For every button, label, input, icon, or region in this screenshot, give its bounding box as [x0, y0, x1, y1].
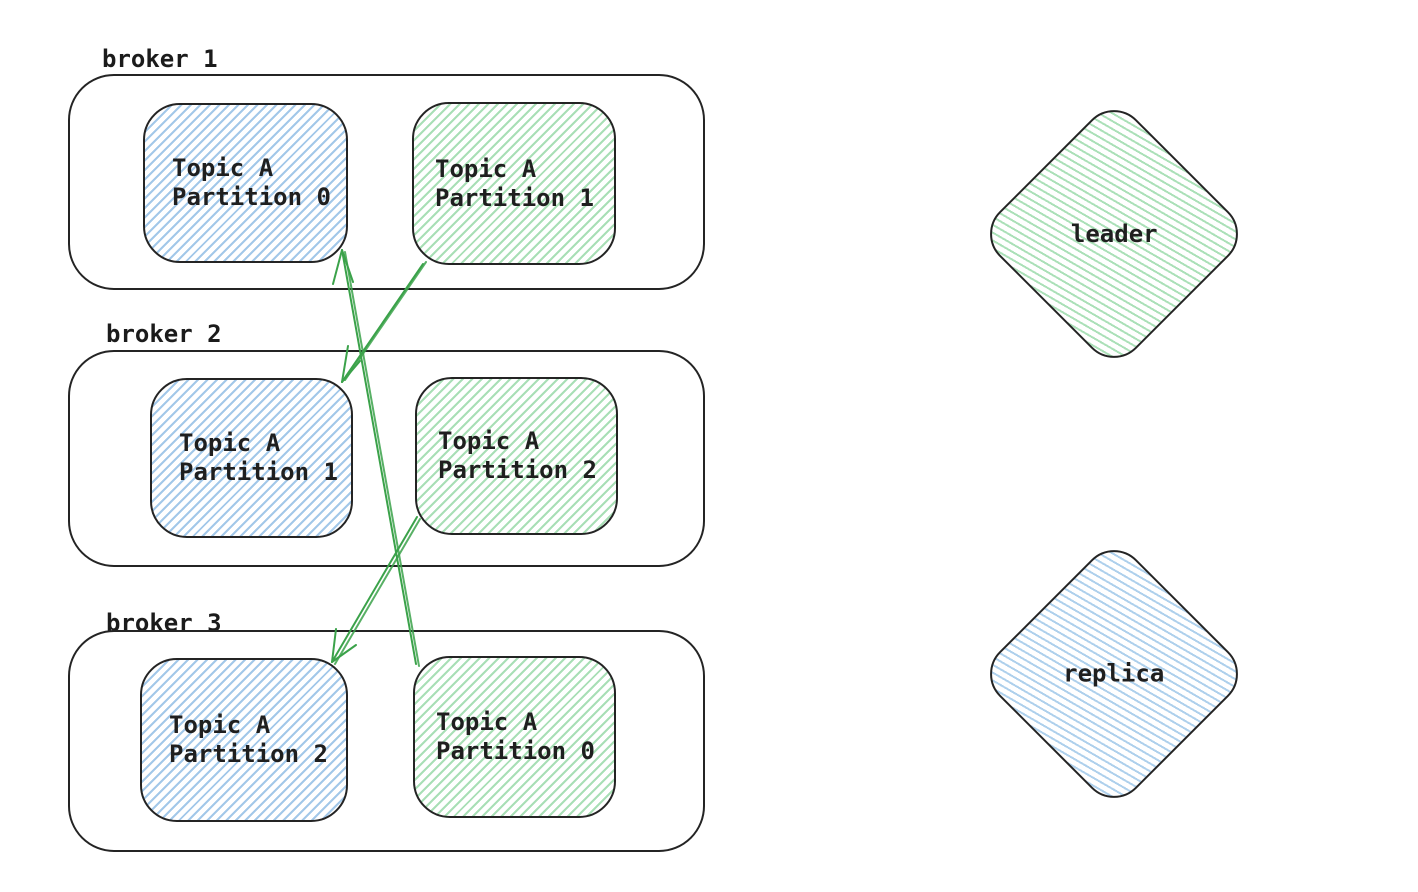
partition-text-line: Partition 0: [436, 737, 595, 765]
broker-1-partition-0-replica: Topic A Partition 0: [143, 103, 348, 263]
partition-text-line: Topic A: [169, 711, 271, 739]
partition-text-line: Topic A: [435, 154, 537, 183]
legend-leader-label: leader: [1070, 219, 1158, 248]
legend-leader-diamond: leader: [976, 96, 1252, 372]
legend-replica-diamond: replica: [976, 536, 1252, 812]
partition-text-line: Topic A: [179, 429, 281, 457]
broker-2-partition-1-replica: Topic A Partition 1: [150, 378, 353, 538]
partition-text-line: Topic A: [172, 154, 274, 182]
partition-text-line: Partition 1: [435, 183, 594, 212]
partition-text-line: Partition 0: [172, 183, 331, 211]
legend-replica-label: replica: [1063, 660, 1165, 688]
broker-3-partition-2-replica: Topic A Partition 2: [140, 658, 348, 822]
broker-2-label: broker 2: [106, 320, 222, 348]
partition-text-line: Topic A: [438, 427, 540, 455]
partition-text-line: Partition 2: [169, 740, 328, 768]
partition-text-line: Topic A: [436, 708, 538, 736]
broker-3-partition-0-leader: Topic A Partition 0: [413, 656, 616, 818]
broker-1-partition-1-leader: Topic A Partition 1: [412, 102, 616, 265]
partition-text-line: Partition 1: [179, 458, 338, 486]
broker-1-label: broker 1: [102, 45, 218, 73]
partition-text-line: Partition 2: [438, 456, 597, 484]
broker-2-partition-2-leader: Topic A Partition 2: [415, 377, 618, 535]
